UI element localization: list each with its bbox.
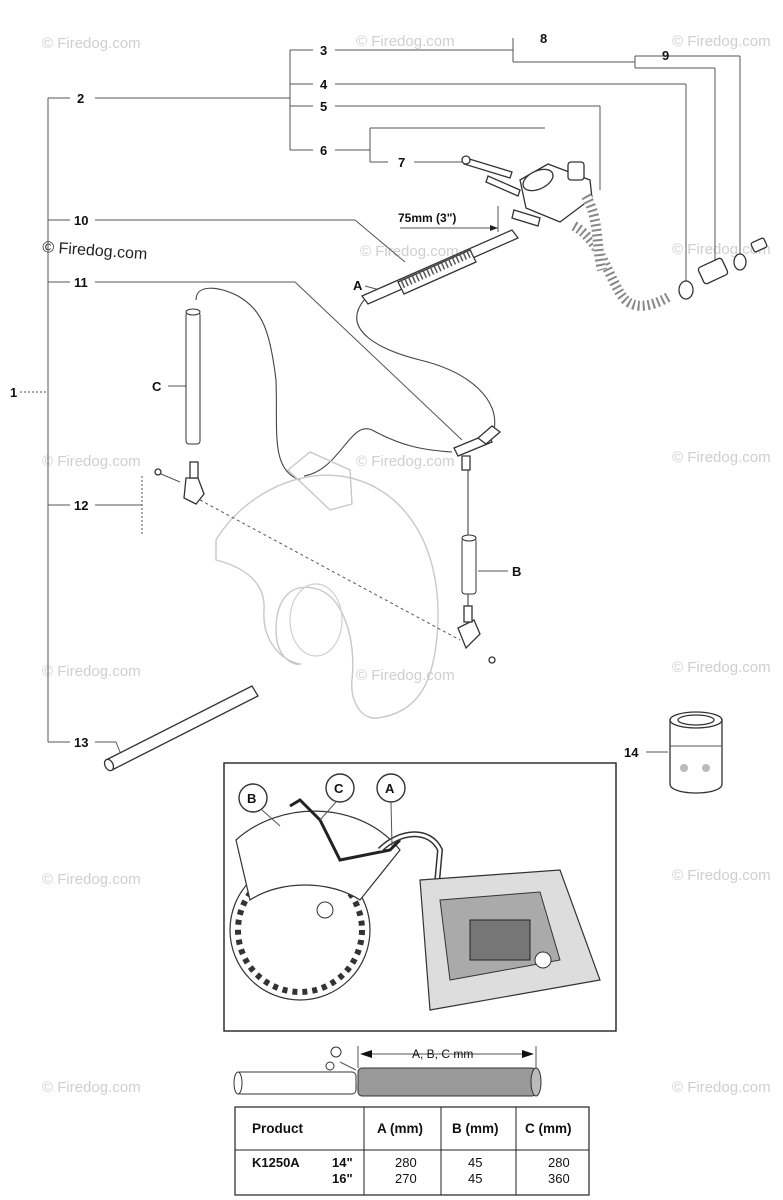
- table-header-c: C (mm): [525, 1121, 572, 1136]
- spec-table: Product A (mm) B (mm) C (mm) K1250A 14" …: [234, 1106, 590, 1196]
- tube-13: [103, 685, 259, 772]
- watermark: © Firedog.com: [356, 453, 455, 470]
- callout-11: 11: [74, 275, 88, 290]
- tee-connector: [453, 425, 502, 471]
- watermark: © Firedog.com: [356, 33, 455, 50]
- watermark: © Firedog.com: [42, 663, 141, 680]
- label-c: C: [152, 379, 162, 394]
- inset-label-a: A: [385, 781, 395, 796]
- watermark: © Firedog.com: [42, 453, 141, 470]
- inset-label-c: C: [334, 781, 344, 796]
- watermark: © Firedog.com: [360, 243, 459, 260]
- inset-label-b: B: [247, 791, 256, 806]
- table-cell-size: 14": [332, 1155, 353, 1170]
- tube-a: [360, 229, 520, 305]
- watermark: © Firedog.com: [356, 667, 455, 684]
- callout-7: 7: [398, 155, 405, 170]
- nozzle-left: [154, 461, 205, 505]
- hose-length-diagram: A, B, C mm: [233, 1046, 542, 1097]
- water-valve-assembly: [461, 155, 768, 311]
- callout-13: 13: [74, 735, 88, 750]
- label-a: A: [353, 278, 363, 293]
- callout-9: 9: [662, 48, 669, 63]
- tube-c: [185, 308, 201, 445]
- table-cell-c: 280: [548, 1155, 570, 1170]
- callout-2: 2: [77, 91, 84, 106]
- table-cell-size: 16": [332, 1171, 353, 1186]
- callout-1: 1: [10, 385, 17, 400]
- hose-dimension-label: A, B, C mm: [412, 1047, 473, 1061]
- dimension-label: 75mm (3"): [398, 211, 456, 225]
- table-cell-b: 45: [468, 1171, 482, 1186]
- watermark: © Firedog.com: [42, 871, 141, 888]
- callout-14: 14: [624, 745, 639, 760]
- watermark: © Firedog.com: [672, 867, 771, 884]
- callout-4: 4: [320, 77, 328, 92]
- callout-12: 12: [74, 498, 88, 513]
- callout-3: 3: [320, 43, 327, 58]
- watermark: © Firedog.com: [672, 449, 771, 466]
- nozzle-right: [457, 605, 496, 664]
- table-header-product: Product: [252, 1121, 304, 1136]
- watermarks: © Firedog.com © Firedog.com © Firedog.co…: [42, 33, 771, 1096]
- callout-6: 6: [320, 143, 327, 158]
- table-cell-a: 280: [395, 1155, 417, 1170]
- dimension-75mm: 75mm (3"): [398, 206, 499, 232]
- saw-inset: B C A: [223, 762, 617, 1032]
- watermark: © Firedog.com: [672, 1079, 771, 1096]
- callout-numbers: 1 2 3 4 5 6 7 8 9 10 11 12 13 14 A B C: [10, 31, 669, 760]
- label-b: B: [512, 564, 521, 579]
- watermark-dark: © Firedog.com: [42, 239, 148, 263]
- table-cell-a: 270: [395, 1171, 417, 1186]
- table-cell-b: 45: [468, 1155, 482, 1170]
- table-header-a: A (mm): [377, 1121, 423, 1136]
- callout-5: 5: [320, 99, 327, 114]
- watermark: © Firedog.com: [672, 33, 771, 50]
- leader-lines: [20, 38, 741, 753]
- watermark: © Firedog.com: [42, 1079, 141, 1096]
- watermark: © Firedog.com: [672, 241, 771, 258]
- blade-guard: [199, 451, 461, 719]
- watermark: © Firedog.com: [672, 659, 771, 676]
- tube-b: [461, 534, 477, 595]
- table-cell-product: K1250A: [252, 1155, 300, 1170]
- table-header-b: B (mm): [452, 1121, 499, 1136]
- hose-adapter-14: [669, 711, 723, 794]
- callout-10: 10: [74, 213, 88, 228]
- table-cell-c: 360: [548, 1171, 570, 1186]
- callout-8: 8: [540, 31, 547, 46]
- watermark: © Firedog.com: [42, 35, 141, 52]
